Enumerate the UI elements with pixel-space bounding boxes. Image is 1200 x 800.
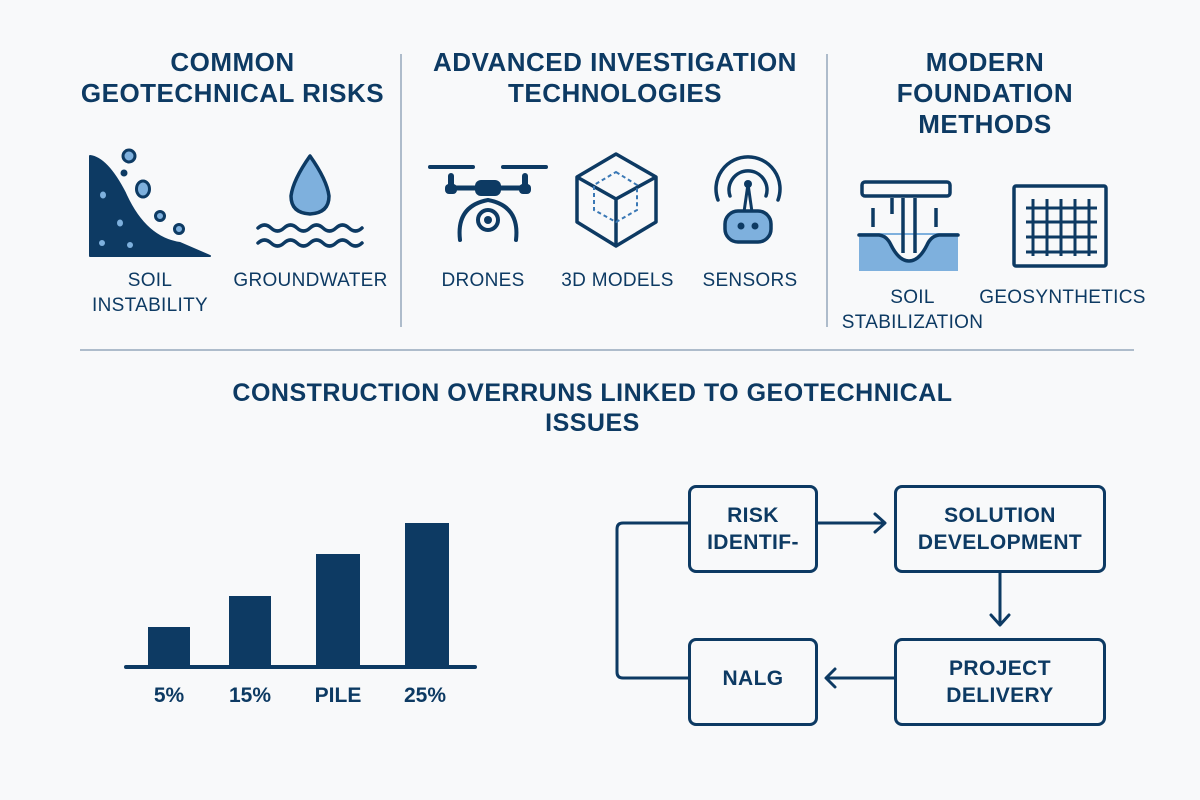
flow-node-nalg: NALG xyxy=(688,638,818,726)
horizontal-divider xyxy=(80,349,1134,351)
heading-line: MODERN xyxy=(925,47,1045,77)
node-label-line: RISK xyxy=(727,504,779,527)
flow-node-solution-development: SOLUTION DEVELOPMENT xyxy=(894,485,1106,573)
label-line: SENSORS xyxy=(702,270,798,291)
node-label-line: PROJECT xyxy=(948,657,1051,680)
drone-icon xyxy=(428,165,548,242)
section-heading-technologies: ADVANCED INVESTIGATION TECHNOLOGIES xyxy=(415,47,815,109)
heading-line: ADVANCED INVESTIGATION xyxy=(433,47,797,77)
landslide-icon xyxy=(89,148,211,257)
item-label-sensors: SENSORS xyxy=(695,268,805,293)
heading-line: TECHNOLOGIES xyxy=(507,78,722,108)
overruns-heading: CONSTRUCTION OVERRUNS LINKED TO GEOTECHN… xyxy=(200,378,985,438)
node-label-line: NALG xyxy=(722,667,784,690)
x-tick-label: 25% xyxy=(403,684,447,707)
label-line: GEOSYNTHETICS xyxy=(979,287,1146,308)
x-tick-label: 15% xyxy=(228,684,272,707)
geogrid-icon xyxy=(1012,184,1108,268)
item-label-groundwater: GROUNDWATER xyxy=(228,268,393,293)
node-label-line: DEVELOPMENT xyxy=(917,531,1083,554)
item-label-soil-instability: SOIL INSTABILITY xyxy=(75,268,225,318)
item-label-drones: DRONES xyxy=(428,268,538,293)
flow-node-risk-identification: RISK IDENTIF- xyxy=(688,485,818,573)
soil-stabilization-icon xyxy=(857,180,960,271)
section-heading-risks: COMMON GEOTECHNICAL RISKS xyxy=(60,47,405,109)
node-label-line: IDENTIF- xyxy=(707,531,799,554)
item-label-soil-stabilization: SOIL STABILIZATION xyxy=(840,285,985,335)
heading-line: FOUNDATION xyxy=(896,78,1074,108)
heading-line: CONSTRUCTION OVERRUNS LINKED TO GEOTECHN… xyxy=(232,379,953,407)
cube-3d-icon xyxy=(575,152,658,248)
section-heading-foundation: MODERN FOUNDATION METHODS xyxy=(870,47,1100,140)
section-divider xyxy=(826,54,828,327)
label-line: INSTABILITY xyxy=(92,295,208,316)
flow-node-project-delivery: PROJECT DELIVERY xyxy=(894,638,1106,726)
bar-2 xyxy=(229,596,271,667)
heading-line: COMMON xyxy=(170,47,295,77)
node-label-line: SOLUTION xyxy=(944,504,1056,527)
bar-3 xyxy=(316,554,360,667)
node-label-line: DELIVERY xyxy=(946,684,1054,707)
label-line: STABILIZATION xyxy=(841,312,984,333)
x-tick-label: 5% xyxy=(153,684,185,707)
item-label-3d-models: 3D MODELS xyxy=(555,268,680,293)
label-line: SOIL xyxy=(127,270,173,291)
bar-1 xyxy=(148,627,190,667)
water-drop-icon xyxy=(256,154,364,248)
label-line: SOIL xyxy=(890,287,935,308)
sensor-icon xyxy=(714,155,782,244)
heading-line: ISSUES xyxy=(545,409,640,437)
heading-line: GEOTECHNICAL RISKS xyxy=(80,78,385,108)
bar-4 xyxy=(405,523,449,667)
x-axis xyxy=(124,665,477,669)
item-label-geosynthetics: GEOSYNTHETICS xyxy=(975,285,1150,310)
label-line: 3D MODELS xyxy=(561,270,674,291)
label-line: GROUNDWATER xyxy=(233,270,388,291)
x-tick-label: PILE xyxy=(314,684,362,707)
heading-line: METHODS xyxy=(918,109,1052,139)
section-divider xyxy=(400,54,402,327)
label-line: DRONES xyxy=(441,270,525,291)
